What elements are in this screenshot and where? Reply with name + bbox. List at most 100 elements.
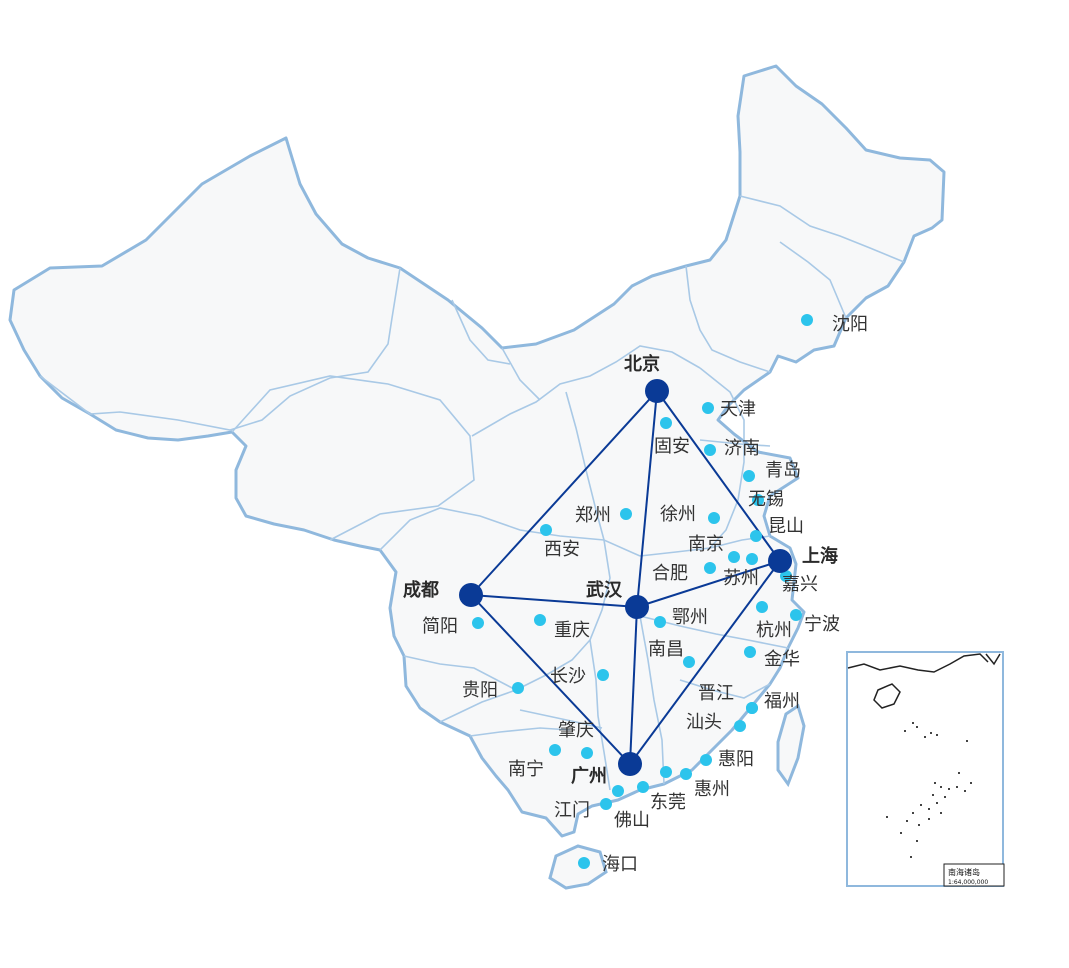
city-jiaxing[interactable]: 嘉兴 <box>780 570 818 595</box>
city-dot-guan[interactable] <box>660 417 672 429</box>
city-hefei[interactable]: 合肥 <box>652 562 716 584</box>
city-dot-haikou[interactable] <box>578 857 590 869</box>
city-dot-shenyang[interactable] <box>801 314 813 326</box>
city-shantou[interactable]: 汕头 <box>686 712 746 733</box>
hub-shanghai[interactable]: 上海 <box>768 545 838 573</box>
city-dot-nanning[interactable] <box>549 744 561 756</box>
city-foshan[interactable]: 佛山 <box>614 781 650 831</box>
city-dot-huizhou[interactable] <box>680 768 692 780</box>
inset-island-12 <box>932 794 934 796</box>
city-ezhou[interactable]: 鄂州 <box>654 607 708 628</box>
city-huizhou[interactable]: 惠州 <box>680 768 730 800</box>
city-dot-suzhou[interactable] <box>746 553 758 565</box>
city-ningbo[interactable]: 宁波 <box>790 609 840 635</box>
city-dot-ezhou[interactable] <box>654 616 666 628</box>
city-label-shantou: 汕头 <box>686 712 722 733</box>
hub-beijing[interactable]: 北京 <box>624 353 669 403</box>
city-dot-nanjing[interactable] <box>728 551 740 563</box>
city-haikou[interactable]: 海口 <box>578 854 638 875</box>
city-jinan[interactable]: 济南 <box>704 438 760 459</box>
hub-dot-beijing[interactable] <box>645 379 669 403</box>
city-dongguan[interactable]: 东莞 <box>650 766 686 813</box>
south-china-sea-inset: 南海诸岛 1:64,000,000 <box>846 651 1005 887</box>
city-tianjin[interactable]: 天津 <box>702 399 756 420</box>
city-dot-zhaoqing[interactable] <box>581 747 593 759</box>
inset-island-11 <box>964 790 966 792</box>
city-dot-hangzhou[interactable] <box>756 601 768 613</box>
hub-dot-guangzhou[interactable] <box>618 752 642 776</box>
city-shenyang[interactable]: 沈阳 <box>801 314 868 335</box>
city-dot-qingdao[interactable] <box>743 470 755 482</box>
city-dot-jianyang[interactable] <box>472 617 484 629</box>
city-zhaoqing[interactable]: 肇庆 <box>558 720 594 759</box>
city-wuxi[interactable]: 无锡 <box>748 489 784 510</box>
route-wuhan-guangzhou <box>629 606 638 765</box>
city-label-qingdao: 青岛 <box>765 460 801 481</box>
city-dot-xian[interactable] <box>540 524 552 536</box>
city-nanchang[interactable]: 南昌 <box>648 639 695 668</box>
city-label-guiyang: 贵阳 <box>462 680 498 701</box>
city-label-dongguan: 东莞 <box>650 792 686 813</box>
hub-chengdu[interactable]: 成都 <box>403 579 483 607</box>
city-dot-guiyang[interactable] <box>512 682 524 694</box>
city-huiyang[interactable]: 惠阳 <box>700 749 754 770</box>
city-dot-chongqing[interactable] <box>534 614 546 626</box>
inset-island-5 <box>924 736 926 738</box>
inset-island-26 <box>910 856 912 858</box>
inset-island-17 <box>928 808 930 810</box>
city-jinhua[interactable]: 金华 <box>744 646 800 670</box>
city-dot-dongguan[interactable] <box>660 766 672 778</box>
city-changsha[interactable]: 长沙 <box>550 666 609 687</box>
city-dot-jinan[interactable] <box>704 444 716 456</box>
hub-guangzhou[interactable]: 广州 <box>571 752 642 787</box>
city-xian[interactable]: 西安 <box>540 524 580 560</box>
city-dot-foshan[interactable] <box>637 781 649 793</box>
city-fuzhou[interactable]: 福州 <box>746 691 800 714</box>
city-dot-huiyang[interactable] <box>700 754 712 766</box>
inset-island-2 <box>904 730 906 732</box>
city-jiangmen[interactable]: 江门 <box>554 785 624 821</box>
city-dot-jiaxing[interactable] <box>780 570 792 582</box>
city-hangzhou[interactable]: 杭州 <box>756 601 792 641</box>
inset-legend-box <box>943 863 1005 887</box>
city-guiyang[interactable]: 贵阳 <box>462 680 524 701</box>
city-dot-changsha[interactable] <box>597 669 609 681</box>
city-qingdao[interactable]: 青岛 <box>743 460 801 482</box>
city-dot-nanchang[interactable] <box>683 656 695 668</box>
city-dot-xuzhou[interactable] <box>708 512 720 524</box>
hub-dot-wuhan[interactable] <box>625 595 649 619</box>
city-label-hefei: 合肥 <box>652 563 688 584</box>
city-nanning[interactable]: 南宁 <box>508 744 561 780</box>
city-chongqing[interactable]: 重庆 <box>534 614 590 641</box>
city-label-haikou: 海口 <box>602 854 638 875</box>
city-dot-shantou[interactable] <box>734 720 746 732</box>
city-jianyang[interactable]: 简阳 <box>422 616 484 637</box>
city-kunshan[interactable]: 昆山 <box>750 516 804 542</box>
city-markers: 沈阳天津固安济南青岛无锡昆山 徐州 郑州西安 南京合肥 苏州嘉兴宁波杭州金华 鄂州南昌 重庆… <box>422 314 868 875</box>
hub-dot-shanghai[interactable] <box>768 549 792 573</box>
city-dot-wuxi[interactable] <box>752 494 764 506</box>
inset-frame <box>846 651 1004 887</box>
city-dot-jiangmen[interactable] <box>612 785 624 797</box>
city-label-huizhou: 惠州 <box>694 779 730 800</box>
inset-hainan <box>873 683 901 709</box>
inset-island-0 <box>912 722 914 724</box>
city-nanjing[interactable]: 南京 <box>688 534 740 563</box>
city-dot-kunshan[interactable] <box>750 530 762 542</box>
hainan-outline <box>548 844 608 890</box>
city-dot-zhengzhou[interactable] <box>620 508 632 520</box>
city-dot-fuzhou[interactable] <box>746 702 758 714</box>
city-dot-hefei[interactable] <box>704 562 716 574</box>
city-dot-ningbo[interactable] <box>790 609 802 621</box>
city-guan[interactable]: 固安 <box>654 417 690 457</box>
city-dot-cluster[interactable] <box>600 798 612 810</box>
city-dot-jinhua[interactable] <box>744 646 756 658</box>
city-zhengzhou[interactable]: 郑州 <box>575 505 632 526</box>
city-label-jiangmen: 江门 <box>554 800 590 821</box>
city-dot-tianjin[interactable] <box>702 402 714 414</box>
city-suzhou[interactable]: 苏州 <box>723 553 759 589</box>
hub-dot-chengdu[interactable] <box>459 583 483 607</box>
hub-wuhan[interactable]: 武汉 <box>586 580 649 619</box>
city-xuzhou[interactable]: 徐州 <box>660 504 720 525</box>
